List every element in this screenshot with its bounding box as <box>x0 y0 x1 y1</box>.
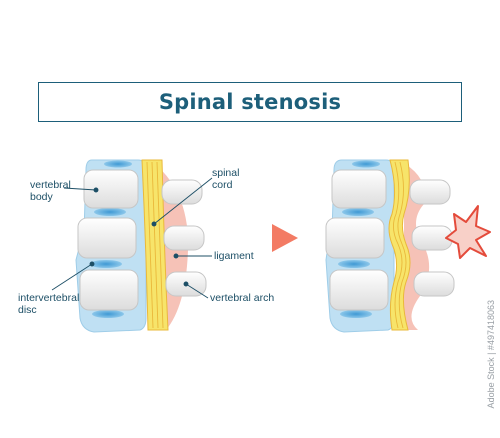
vertebral-arch <box>413 271 455 297</box>
progression-arrow <box>272 224 298 252</box>
vertebral-body <box>331 169 387 209</box>
watermark: Adobe Stock | #497418063 <box>486 299 496 408</box>
vertebral-arch <box>163 225 205 251</box>
disc-core <box>342 208 374 216</box>
vertebral-body <box>79 269 139 311</box>
disc-core <box>338 260 370 268</box>
label-spinal-cord: spinal cord <box>212 167 240 191</box>
vertebral-body <box>83 169 139 209</box>
spinal-cord-compressed <box>388 159 411 331</box>
disc-core <box>340 310 372 318</box>
disc-core <box>104 160 132 168</box>
disc-core <box>352 160 380 168</box>
vertebral-body <box>77 217 137 259</box>
leader-lines <box>51 177 213 299</box>
label-vertebral-arch: vertebral arch <box>210 292 275 304</box>
disc-core <box>90 260 122 268</box>
normal-spine <box>75 159 207 333</box>
vertebral-arch <box>409 179 451 205</box>
page-title: Spinal stenosis <box>158 90 342 114</box>
vertebral-body <box>329 269 389 311</box>
pain-icon <box>445 205 491 259</box>
label-intervertebral-disc: intervertebral disc <box>18 292 80 316</box>
vertebral-body <box>325 217 385 259</box>
stenosis-spine <box>325 159 455 333</box>
vertebral-arch <box>161 179 203 205</box>
title-box: Spinal stenosis <box>38 82 462 122</box>
label-ligament: ligament <box>214 250 254 262</box>
disc-core <box>94 208 126 216</box>
label-vertebral-body: vertebral body <box>30 179 71 203</box>
disc-core <box>92 310 124 318</box>
